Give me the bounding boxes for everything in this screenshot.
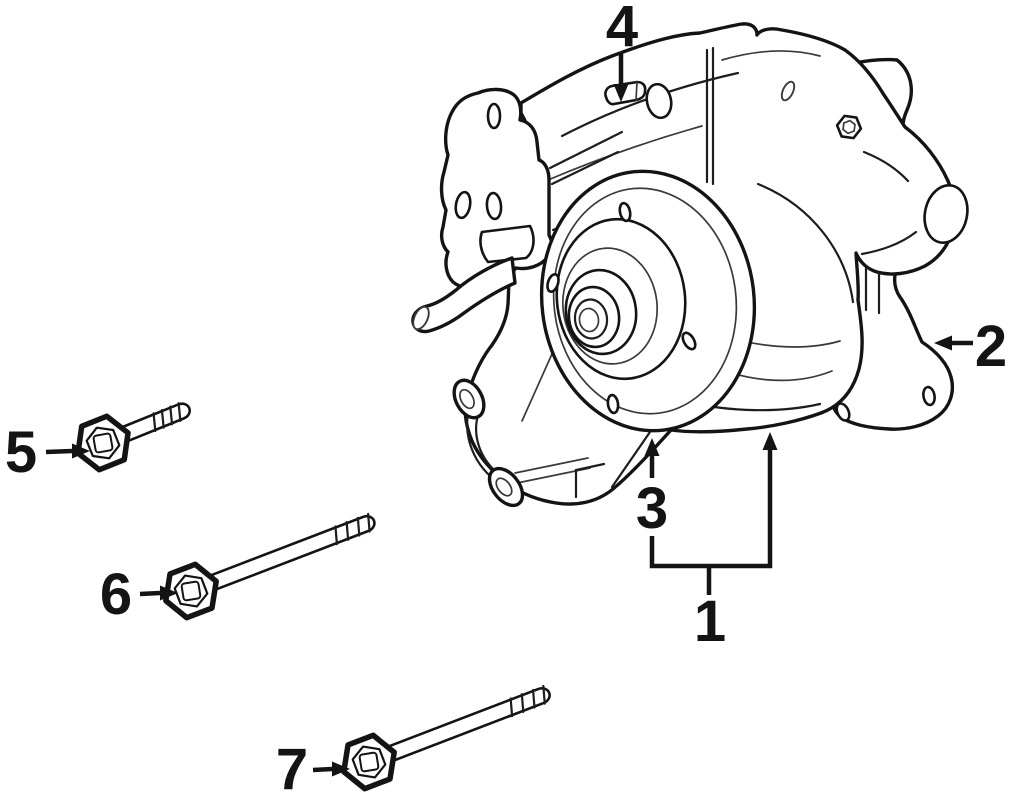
callout-5-label: 5 [4, 420, 38, 485]
bolt-7-drawing [341, 684, 551, 792]
bolt-7-threads [509, 684, 546, 718]
pulley-drawing [539, 169, 757, 433]
callout-6-arrow [139, 585, 178, 601]
bolt-6-drawing [163, 512, 376, 621]
hex-plug-drawing [835, 114, 863, 140]
callout-5-arrow [45, 443, 90, 459]
callout-4-label: 4 [605, 0, 639, 59]
bolt-6-threads [334, 512, 371, 546]
callout-7-label: 7 [275, 737, 309, 800]
callout-4-arrow [613, 52, 629, 102]
callout-2-label: 2 [974, 314, 1008, 379]
callout-3-arrow [644, 438, 660, 478]
bolt-5-drawing [75, 402, 191, 473]
callout-6-label: 6 [99, 562, 133, 627]
callout-1-label: 1 [693, 589, 727, 654]
callout-1-bracket-arrow [649, 432, 778, 595]
callout-2-arrow [934, 335, 973, 351]
outlet-snout-drawing [860, 150, 969, 256]
callout-3-label: 3 [635, 476, 669, 541]
callout-7-arrow [312, 761, 350, 777]
heater-tube-drawing [411, 256, 517, 334]
housing-detail-lines [514, 46, 881, 499]
pulley-bolt-holes [546, 201, 697, 415]
bolt-5-threads [152, 402, 182, 433]
lower-arm-drawing [452, 378, 525, 508]
